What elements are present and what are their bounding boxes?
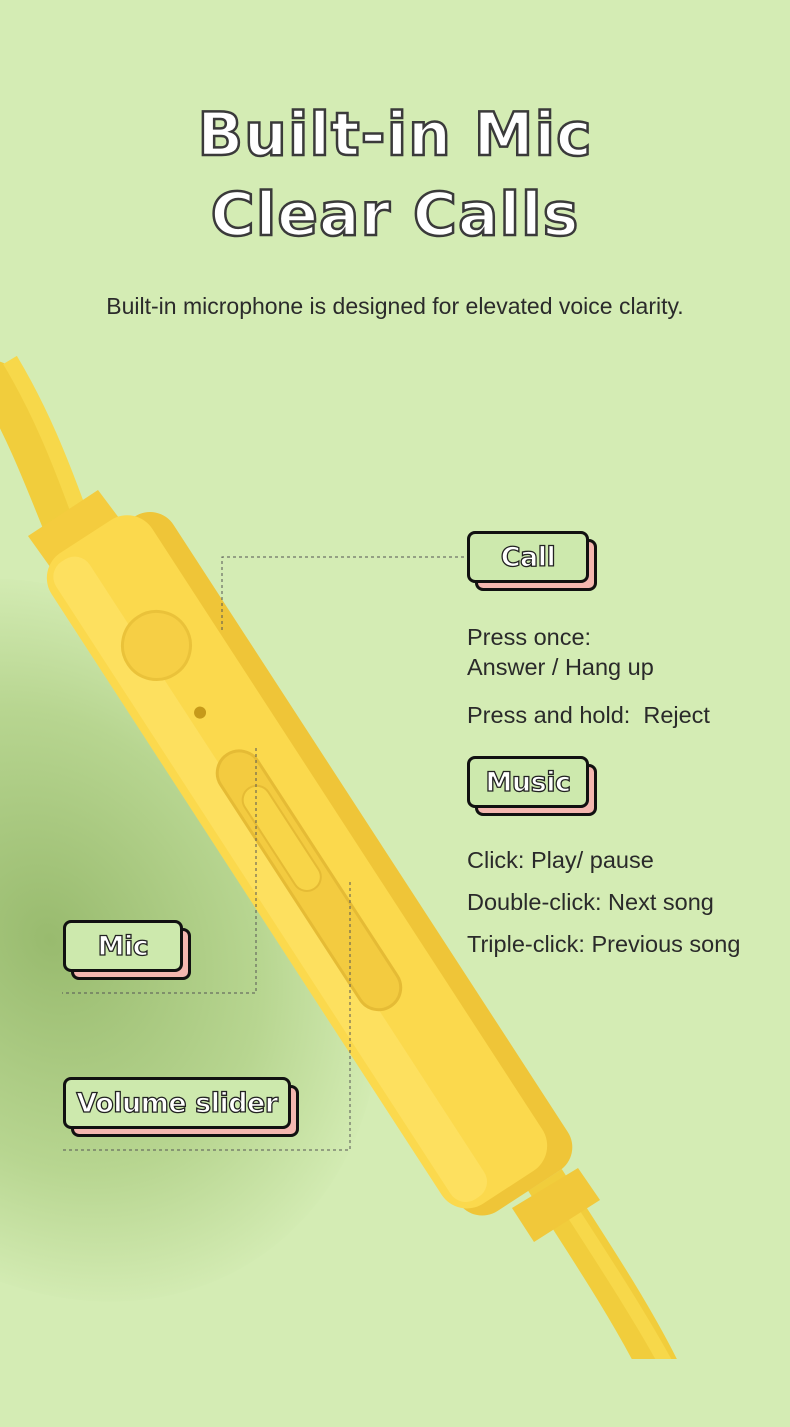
call-press-once: Press once: (467, 624, 592, 650)
music-label-tag: Music (467, 756, 589, 808)
call-button (120, 609, 192, 681)
call-answer: Answer / Hang up (467, 654, 654, 680)
headline-line-1: Built-in Mic (196, 99, 593, 172)
volume-slider-thumb (241, 784, 322, 892)
top-collar (28, 490, 128, 578)
call-label-tag: Call (467, 531, 589, 583)
mic-hole (194, 706, 207, 719)
call-leader-line (221, 556, 468, 630)
volume-label-tag: Volume slider (63, 1077, 291, 1129)
music-click: Click: Play/ pause (467, 847, 654, 873)
bottom-collar (512, 1168, 600, 1242)
subtitle: Built-in microphone is designed for elev… (106, 293, 684, 319)
upper-cable (0, 361, 79, 539)
mic-label-tag: Mic (63, 920, 183, 972)
music-double-click: Double-click: Next song (467, 889, 714, 915)
earphone-remote-illustration (0, 355, 677, 1359)
call-hold: Press and hold: Reject (467, 702, 710, 728)
mic-leader-line (62, 748, 257, 994)
music-triple-click: Triple-click: Previous song (467, 931, 741, 957)
headline-line-2: Clear Calls (209, 179, 580, 252)
